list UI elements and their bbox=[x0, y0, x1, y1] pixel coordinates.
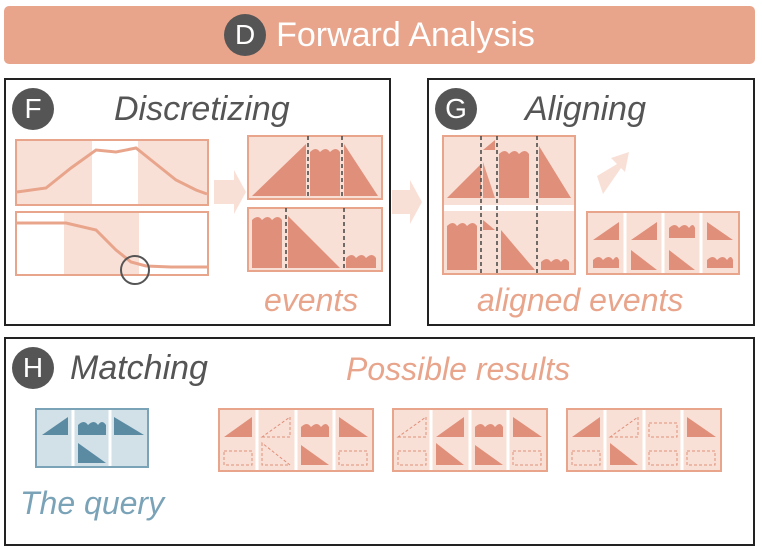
section-badge: D bbox=[224, 14, 267, 56]
query-events bbox=[35, 408, 149, 468]
aligning-title: Aligning bbox=[525, 90, 646, 128]
section-header: D Forward Analysis bbox=[4, 6, 755, 64]
result-item bbox=[566, 408, 722, 472]
aligning-diagram bbox=[442, 135, 740, 275]
matching-badge: H bbox=[12, 347, 54, 389]
signal-plot-bottom bbox=[15, 211, 209, 285]
aligning-panel: G Aligning aligned events bbox=[427, 78, 755, 326]
result-item bbox=[392, 408, 548, 472]
aligned-grid bbox=[442, 135, 576, 275]
matching-title: Matching bbox=[70, 349, 208, 387]
section-title: Forward Analysis bbox=[276, 15, 535, 54]
possible-results-label: Possible results bbox=[346, 351, 571, 387]
arrow-down-left-icon bbox=[597, 152, 629, 194]
arrow-right-icon bbox=[214, 170, 246, 214]
aligned-events-compact bbox=[586, 211, 740, 275]
events-row-bottom bbox=[247, 207, 383, 272]
highlight-circle bbox=[120, 255, 150, 285]
events-label: events bbox=[264, 282, 359, 318]
arrow-right-icon bbox=[392, 180, 422, 224]
events-row-top bbox=[247, 135, 383, 200]
result-item bbox=[218, 408, 374, 472]
aligned-events-label: aligned events bbox=[477, 282, 684, 318]
aligning-badge: G bbox=[435, 88, 477, 130]
query-label: The query bbox=[20, 485, 165, 521]
discretizing-badge: F bbox=[12, 88, 54, 130]
matching-panel: H Matching Possible results The query bbox=[4, 337, 755, 546]
discretizing-panel: F Discretizing events bbox=[4, 78, 391, 326]
discretizing-diagram bbox=[15, 135, 383, 285]
signal-plot-top bbox=[15, 139, 209, 206]
matching-diagram bbox=[35, 408, 722, 472]
discretizing-title: Discretizing bbox=[114, 90, 290, 128]
